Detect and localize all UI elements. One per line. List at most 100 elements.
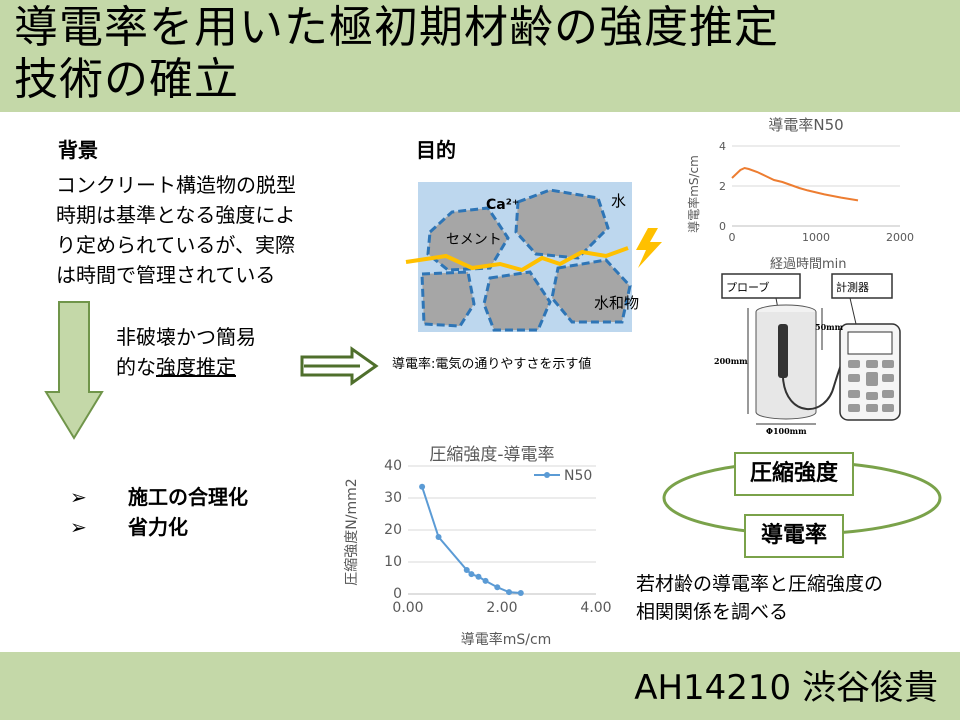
title-bar xyxy=(0,0,960,112)
meter-callout xyxy=(831,273,893,299)
water-label: 水 xyxy=(611,192,627,210)
meter-label: 計測器 xyxy=(836,281,869,294)
conductivity-definition: 導電率:電気の通りやすさを示す値 xyxy=(392,357,592,372)
data-point xyxy=(506,589,513,596)
y-tick-label: 0 xyxy=(719,220,726,233)
meter-button xyxy=(882,404,894,412)
hydrate-particle xyxy=(482,270,552,332)
x-tick-label: 0.00 xyxy=(392,600,423,616)
y-tick-label: 4 xyxy=(719,140,726,153)
meter-button xyxy=(866,372,878,386)
x-tick-label: 2000 xyxy=(886,231,914,244)
x-tick-label: 2.00 xyxy=(486,600,517,616)
series-line xyxy=(731,166,859,202)
meter-button xyxy=(882,374,894,382)
data-point xyxy=(463,567,470,573)
meter-button xyxy=(848,374,860,382)
meter-button xyxy=(848,360,860,368)
method-line1: 非破壊かつ簡易 xyxy=(116,325,256,349)
callout-line xyxy=(849,297,857,325)
down-arrow-icon xyxy=(44,301,104,440)
y-tick-label: 2 xyxy=(719,180,726,193)
background-heading: 背景 xyxy=(58,138,98,162)
height-dimension-label: 200mm xyxy=(714,356,748,366)
meter-display xyxy=(847,331,893,355)
x-tick-label: 1000 xyxy=(802,231,830,244)
list-item: ➢ 省力化 xyxy=(70,512,248,542)
strength-conductivity-chart: 圧縮強度-導電率 0 10 20 30 40 0.00 2.00 4.00 N50 圧縮強度N… xyxy=(344,445,612,648)
legend-label: N50 xyxy=(564,468,592,484)
list-item: ➢ 施工の合理化 xyxy=(70,482,248,512)
meter-button xyxy=(882,390,894,398)
bullet-list: ➢ 施工の合理化 ➢ 省力化 xyxy=(70,482,248,542)
conclusion-line1: 若材齢の導電率と圧縮強度の xyxy=(636,573,884,595)
meter-button xyxy=(882,360,894,368)
data-point xyxy=(468,571,475,578)
chart-ylabel: 圧縮強度N/mm2 xyxy=(344,478,360,585)
footer-bar xyxy=(0,652,960,720)
current-path xyxy=(405,246,629,273)
probe-callout xyxy=(721,273,801,299)
data-point xyxy=(435,534,442,541)
conclusion-text: 若材齢の導電率と圧縮強度の 相関関係を調べる xyxy=(636,570,883,626)
y-tick-label: 20 xyxy=(384,522,402,538)
page-title: 導電率を用いた極初期材齢の強度推定 xyxy=(14,2,779,53)
bullet-arrow-icon: ➢ xyxy=(70,485,87,509)
cement-particle xyxy=(514,188,610,260)
data-point xyxy=(419,483,426,490)
page-title-line2: 技術の確立 xyxy=(14,54,239,105)
hydrate-label: 水和物 xyxy=(594,294,640,312)
probe xyxy=(778,324,788,378)
chart-xlabel: 経過時間min xyxy=(770,257,847,272)
chart-legend: N50 xyxy=(534,468,592,484)
background-text: コンクリート構造物の脱型 時期は基準となる強度によ り定められているが、実際 は… xyxy=(56,170,356,290)
conductivity-box: 導電率 xyxy=(744,514,844,558)
meter-button xyxy=(848,404,860,412)
meter-button xyxy=(866,360,878,368)
probe-label: プローブ xyxy=(726,281,770,294)
background-line: 時期は基準となる強度によ xyxy=(56,203,296,227)
lightning-icon xyxy=(636,228,662,268)
bullet-text: 施工の合理化 xyxy=(128,485,248,509)
conductivity-chart: 導電率N50 0 2 4 0 1000 2000 導電率mS/cm xyxy=(686,116,914,244)
chart-xlabel: 導電率mS/cm xyxy=(461,631,552,648)
depth-dimension-label: 50mm xyxy=(815,322,844,332)
bullet-text: 省力化 xyxy=(128,515,188,539)
cement-hydration-diagram xyxy=(405,182,662,332)
background-line: は時間で管理されている xyxy=(56,263,276,287)
conclusion-line2: 相関関係を調べる xyxy=(636,601,789,623)
diameter-dimension-label: Φ100mm xyxy=(766,426,807,436)
chart-title: 導電率N50 xyxy=(768,116,843,134)
x-tick-label: 4.00 xyxy=(580,600,611,616)
data-point xyxy=(494,584,501,591)
background-line: コンクリート構造物の脱型 xyxy=(56,173,296,197)
chart-title: 圧縮強度-導電率 xyxy=(429,445,554,465)
legend-marker xyxy=(544,472,550,478)
compressive-strength-box: 圧縮強度 xyxy=(734,452,854,496)
measurement-apparatus xyxy=(721,273,901,425)
hydrate-particle xyxy=(550,258,632,324)
y-tick-label: 30 xyxy=(384,490,402,506)
data-point xyxy=(482,577,489,584)
author-label: AH14210 渋谷俊貴 xyxy=(634,668,938,708)
purpose-heading: 目的 xyxy=(416,138,456,162)
data-point xyxy=(475,573,482,580)
y-tick-label: 0 xyxy=(393,586,402,602)
hydrate-particle xyxy=(420,270,476,328)
data-point xyxy=(517,590,524,597)
background-line: り定められているが、実際 xyxy=(56,233,295,257)
ion-label: Ca²⁺ xyxy=(486,197,520,213)
meter-button xyxy=(866,392,878,400)
cement-particle xyxy=(426,206,510,272)
cement-label: セメント xyxy=(446,232,502,248)
x-tick-label: 0 xyxy=(729,231,736,244)
meter-button xyxy=(866,404,878,412)
method-line2-prefix: 的な xyxy=(116,355,156,379)
right-arrow-icon xyxy=(300,346,379,386)
method-line2-underlined: 強度推定 xyxy=(156,355,236,379)
chart-ylabel: 導電率mS/cm xyxy=(686,155,701,233)
y-tick-label: 40 xyxy=(384,458,402,474)
method-text: 非破壊かつ簡易 的な強度推定 xyxy=(116,322,256,382)
bullet-arrow-icon: ➢ xyxy=(70,515,87,539)
y-tick-label: 10 xyxy=(384,554,402,570)
